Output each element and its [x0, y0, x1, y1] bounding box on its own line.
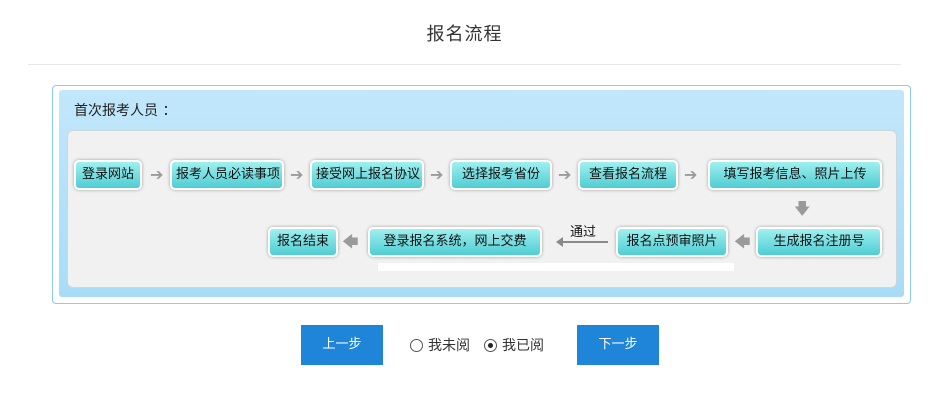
next-step-button[interactable]: 下一步 — [577, 325, 659, 365]
decorative-bar — [378, 263, 734, 271]
title-divider — [28, 64, 901, 65]
step-fill-info-upload-photo: 填写报考信息、照片上传 — [708, 160, 882, 190]
arrow-right-icon: ➔ — [558, 165, 572, 184]
arrow-right-icon: ➔ — [290, 165, 304, 184]
process-panel-inner: 首次报考人员 ： 登录网站 ➔ 报考人员必读事项 ➔ 接受网上报名协议 ➔ 选择… — [59, 90, 904, 297]
radio-unread-label[interactable]: 我未阅 — [428, 338, 470, 354]
arrow-right-icon: ➔ — [430, 165, 444, 184]
panel-heading: 首次报考人员 ： — [74, 103, 177, 119]
process-panel: 首次报考人员 ： 登录网站 ➔ 报考人员必读事项 ➔ 接受网上报名协议 ➔ 选择… — [52, 85, 911, 304]
page-title: 报名流程 — [426, 24, 503, 45]
prev-step-button[interactable]: 上一步 — [301, 325, 383, 365]
step-view-process: 查看报名流程 — [578, 160, 678, 190]
step-generate-reg-number: 生成报名注册号 — [756, 227, 882, 257]
read-status-radio-group: 我未阅 我已阅 — [410, 335, 558, 355]
steps-area: 登录网站 ➔ 报考人员必读事项 ➔ 接受网上报名协议 ➔ 选择报考省份 ➔ 查看… — [67, 130, 897, 288]
arrow-right-icon: ➔ — [150, 165, 164, 184]
step-registration-end: 报名结束 — [268, 227, 338, 257]
radio-unread[interactable] — [410, 338, 423, 352]
step-photo-precheck: 报名点预审照片 — [616, 227, 728, 257]
radio-read-label[interactable]: 我已阅 — [502, 338, 544, 354]
radio-read[interactable] — [484, 338, 497, 352]
arrow-left-icon: 🡄 — [342, 232, 359, 251]
step-read-notice: 报考人员必读事项 — [170, 160, 284, 190]
pass-arrow — [556, 237, 608, 247]
step-accept-agreement: 接受网上报名协议 — [310, 160, 424, 190]
arrow-right-icon: ➔ — [684, 165, 698, 184]
pass-label: 通过 — [570, 225, 597, 240]
step-login-pay-online: 登录报名系统，网上交费 — [368, 227, 542, 257]
step-select-province: 选择报考省份 — [450, 160, 552, 190]
arrow-down-icon: 🡇 — [794, 199, 811, 218]
arrow-left-icon: 🡄 — [734, 232, 751, 251]
bottom-bar: 上一步 我未阅 我已阅 下一步 — [0, 325, 929, 365]
step-login-website: 登录网站 — [74, 160, 142, 190]
